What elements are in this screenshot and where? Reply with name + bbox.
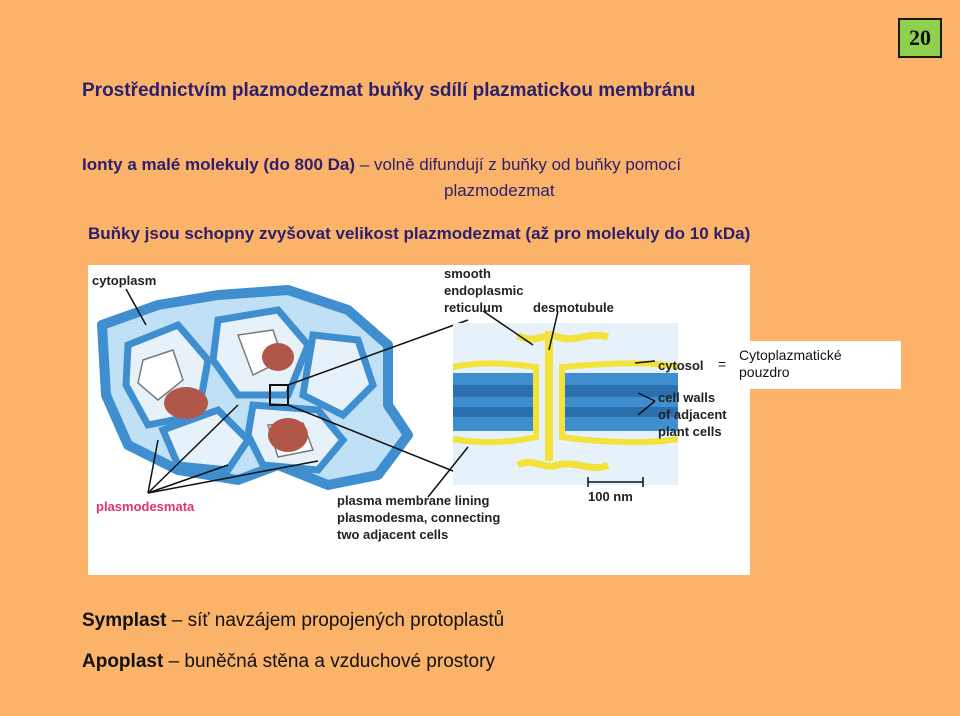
tissue-illustration — [97, 285, 469, 494]
slide-number-badge: 20 — [898, 18, 942, 58]
ions-bold-text: Ionty a malé molekuly (do 800 Da) — [82, 155, 356, 174]
label-cell-walls: cell walls — [658, 390, 715, 405]
bullet-size-increase: Buňky jsou schopny zvyšovat velikost pla… — [88, 224, 751, 243]
apoplast-dash: – — [163, 651, 185, 672]
bullet-ions-continued: plazmodezmat — [444, 181, 555, 200]
bullet-ions: Ionty a malé molekuly (do 800 Da) – voln… — [82, 155, 681, 175]
definition-apoplast: Apoplast – buněčná stěna a vzduchové pro… — [82, 651, 495, 673]
label-desmotubule: desmotubule — [533, 300, 614, 315]
ions-dash: – — [355, 155, 374, 174]
label-reticulum: reticulum — [444, 300, 503, 315]
label-cytosol: cytosol — [658, 358, 704, 373]
label-cytoplasm: cytoplasm — [92, 273, 156, 288]
callout-text-line-1: Cytoplazmatické — [739, 347, 842, 363]
label-of-adjacent: of adjacent — [658, 407, 727, 422]
definition-symplast: Symplast – síť navzájem propojených prot… — [82, 610, 504, 632]
slide-title: Prostřednictvím plazmodezmat buňky sdílí… — [82, 80, 696, 101]
label-smooth: smooth — [444, 266, 491, 281]
symplast-term: Symplast — [82, 610, 167, 631]
callout-text-line-2: pouzdro — [739, 364, 790, 380]
label-endoplasmic: endoplasmic — [444, 283, 523, 298]
symplast-dash: – — [166, 610, 188, 631]
apoplast-definition: buněčná stěna a vzduchové prostory — [184, 651, 495, 672]
label-lining-2: plasmodesma, connecting — [337, 510, 500, 525]
label-plasmodesmata: plasmodesmata — [96, 499, 195, 514]
label-scale-bar: 100 nm — [588, 489, 633, 504]
callout-equals-sign: = — [718, 356, 727, 372]
enlarged-plasmodesma-section — [427, 310, 679, 498]
plasmodesmata-diagram: cytoplasm smooth endoplasmic reticulum d… — [88, 265, 750, 575]
label-lining-3: two adjacent cells — [337, 527, 448, 542]
label-plant-cells: plant cells — [658, 424, 722, 439]
ions-rest-text: volně difundují z buňky od buňky pomocí — [373, 155, 682, 174]
apoplast-term: Apoplast — [82, 651, 164, 672]
callout-cytoplasmic-sleeve: Cytoplazmatické pouzdro — [729, 341, 901, 389]
label-lining-1: plasma membrane lining — [337, 493, 489, 508]
symplast-definition: síť navzájem propojených protoplastů — [187, 610, 505, 631]
